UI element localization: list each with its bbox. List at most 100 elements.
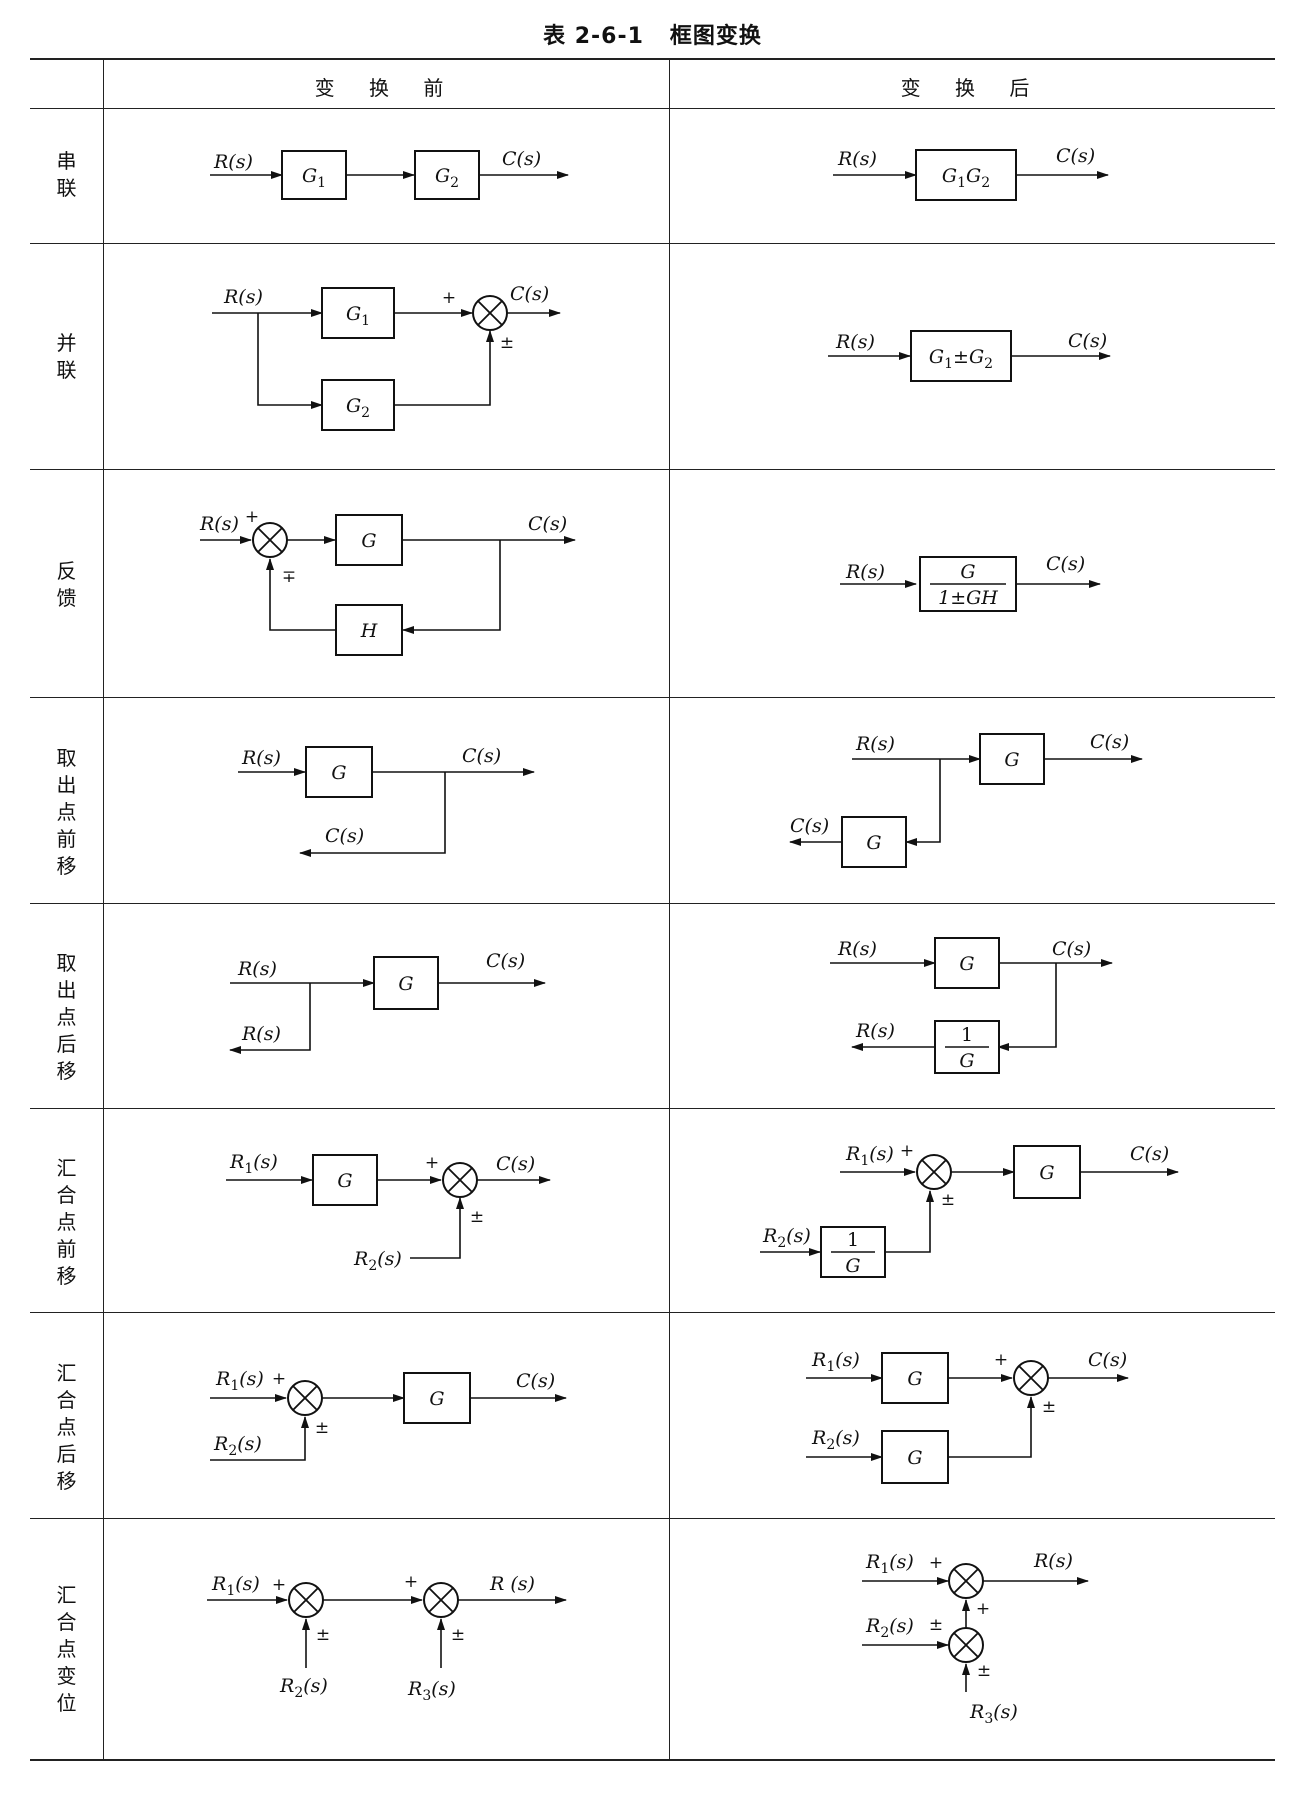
sign-label: + [425, 1153, 439, 1173]
summing-cross [257, 527, 283, 553]
branch-label: C(s) [790, 815, 829, 837]
block-g2-label: G2​ [435, 165, 459, 191]
output-label: C(s) [1046, 553, 1085, 575]
output-label: C(s) [502, 148, 541, 170]
middle-column-rule [669, 58, 670, 1760]
block-g2 [321, 379, 395, 431]
sign-label: + [245, 507, 259, 527]
output-label: R(s) [1033, 1550, 1073, 1572]
sign-label: ± [315, 1418, 329, 1438]
signal-line [210, 1416, 309, 1461]
block-g1pmg2-label: G1​±G2​ [929, 346, 993, 372]
input-label: R2​(s) [353, 1248, 402, 1274]
signal-line [885, 1190, 934, 1253]
summing-cross [292, 1385, 318, 1411]
input-label: R3​(s) [407, 1678, 456, 1704]
table-top-rule [30, 58, 1275, 60]
block-g [373, 956, 439, 1010]
input-label: R(s) [837, 938, 877, 960]
block-g1g2 [915, 149, 1017, 201]
fraction-denominator: G [845, 1255, 860, 1277]
row-rule [30, 1312, 1275, 1313]
output-label: C(s) [1088, 1349, 1127, 1371]
fraction-numerator: G [960, 561, 975, 583]
output-label: C(s) [496, 1153, 535, 1175]
input-label: R1​(s) [865, 1551, 914, 1577]
summing-cross [953, 1632, 979, 1658]
summing-cross [477, 300, 503, 326]
block-g-label: G [1004, 749, 1019, 771]
branch-label: C(s) [325, 825, 364, 847]
sign-label: ± [929, 1615, 943, 1635]
sign-label: ± [941, 1190, 955, 1210]
block-g [1013, 1145, 1081, 1199]
output-label: C(s) [528, 513, 567, 535]
block-g1-label: G1​ [346, 303, 370, 329]
fraction-numerator: 1 [847, 1229, 859, 1251]
fraction-denominator: 1±GH [938, 587, 998, 609]
row-label-pickoff-forward: 取出点前移 [56, 746, 77, 878]
row-label-feedback: 反馈 [56, 559, 77, 610]
signal-line [229, 983, 311, 1054]
block-g1g2-label: G1​G2​ [942, 165, 990, 191]
table-bottom-rule [30, 1759, 1275, 1761]
sign-label: ∓ [282, 567, 296, 587]
block-g1pmg2 [910, 330, 1012, 382]
row-rule [30, 697, 1275, 698]
row-label-summing-swap: 汇合点变位 [56, 1583, 77, 1715]
input-label: R2​(s) [865, 1615, 914, 1641]
sign-label: ± [451, 1625, 465, 1645]
column-header-after: 变 换 后 [900, 76, 1044, 100]
row-label-summing-forward: 汇合点前移 [56, 1156, 77, 1288]
block-g-label: G [361, 530, 376, 552]
block-g [335, 514, 403, 566]
branch-label: R(s) [241, 1023, 281, 1045]
block-g [312, 1154, 378, 1206]
row-rule [30, 903, 1275, 904]
input-label: R(s) [223, 286, 263, 308]
input-label: R1​(s) [811, 1349, 860, 1375]
block-g-label: G [337, 1170, 352, 1192]
block-g-label: G [398, 973, 413, 995]
row-label-pickoff-backward: 取出点后移 [56, 951, 77, 1083]
signal-line [410, 1197, 464, 1259]
sign-label: + [976, 1599, 990, 1619]
column-header-before: 变 换 前 [314, 76, 458, 100]
input-label: R2​(s) [811, 1427, 860, 1453]
input-label: R1​(s) [215, 1368, 264, 1394]
row-label-parallel: 并联 [56, 331, 77, 382]
input-label: R(s) [845, 561, 885, 583]
block-g1 [281, 150, 347, 200]
sign-label: + [442, 288, 456, 308]
row-rule [30, 469, 1275, 470]
sign-label: + [929, 1553, 943, 1573]
block-g-label: G [959, 953, 974, 975]
block-g-label: G [907, 1368, 922, 1390]
input-label: R(s) [237, 958, 277, 980]
block-g-label: G [1039, 1162, 1054, 1184]
signal-line [299, 772, 446, 857]
label-column-rule [103, 58, 104, 1760]
block-g1-label: G1​ [302, 165, 326, 191]
input-label: R(s) [835, 331, 875, 353]
input-label: R3​(s) [969, 1701, 1018, 1727]
input-label: R(s) [855, 733, 895, 755]
block-g-label: G [429, 1388, 444, 1410]
output-label: C(s) [486, 950, 525, 972]
signal-line [257, 313, 323, 409]
header-rule [30, 108, 1275, 109]
input-label: R2​(s) [213, 1433, 262, 1459]
output-label: C(s) [510, 283, 549, 305]
sign-label: ± [470, 1207, 484, 1227]
row-rule [30, 1518, 1275, 1519]
block-h [335, 604, 403, 656]
block-g-label: G [907, 1447, 922, 1469]
summing-cross [953, 1568, 979, 1594]
input-label: R(s) [837, 148, 877, 170]
summing-cross [428, 1587, 454, 1613]
row-rule [30, 243, 1275, 244]
summing-cross [447, 1167, 473, 1193]
block-h-label: H [360, 620, 378, 642]
